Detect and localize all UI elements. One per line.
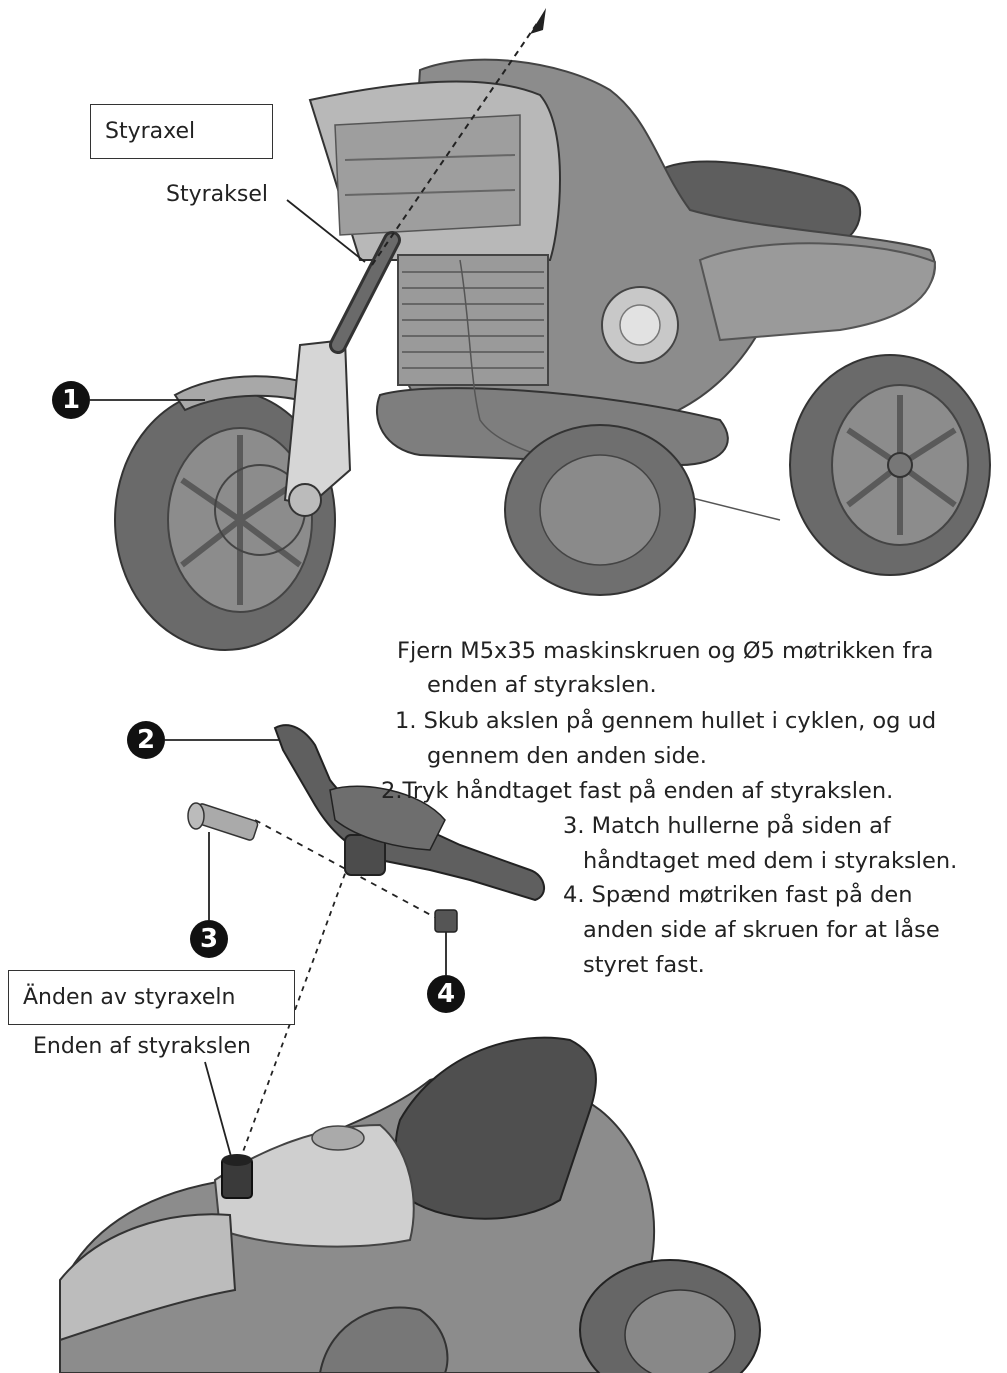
- instruction-line-1: Fjern M5x35 maskinskruen og Ø5 møtrikken…: [397, 633, 933, 669]
- axle-end-label: Enden af styrakslen: [33, 1034, 251, 1059]
- instruction-line-2: enden af styrakslen.: [427, 667, 657, 703]
- instruction-line-5: 2.Tryk håndtaget fast på enden af styrak…: [381, 773, 893, 809]
- instruction-line-10: styret fast.: [583, 947, 705, 983]
- callout-2: 2: [127, 721, 165, 759]
- callout-1: 1: [52, 381, 90, 419]
- nut: [435, 910, 457, 932]
- instruction-line-7: håndtaget med dem i styrakslen.: [583, 843, 957, 879]
- instruction-line-9: anden side af skruen for at låse: [583, 912, 940, 948]
- steering-axle-box-label: Styraxel: [90, 104, 273, 159]
- instruction-line-3: 1. Skub akslen på gennem hullet i cyklen…: [395, 703, 936, 739]
- callout-3: 3: [190, 920, 228, 958]
- instruction-line-4: gennem den anden side.: [427, 738, 707, 774]
- callout-4: 4: [427, 975, 465, 1013]
- instruction-line-6: 3. Match hullerne på siden af: [563, 808, 891, 844]
- axle-end-box-label: Änden av styraxeln: [8, 970, 295, 1025]
- instruction-line-8: 4. Spænd møtriken fast på den: [563, 877, 912, 913]
- motorcycle-bottom: [60, 1038, 760, 1373]
- steering-axle-label: Styraksel: [166, 182, 268, 207]
- screw: [188, 803, 259, 841]
